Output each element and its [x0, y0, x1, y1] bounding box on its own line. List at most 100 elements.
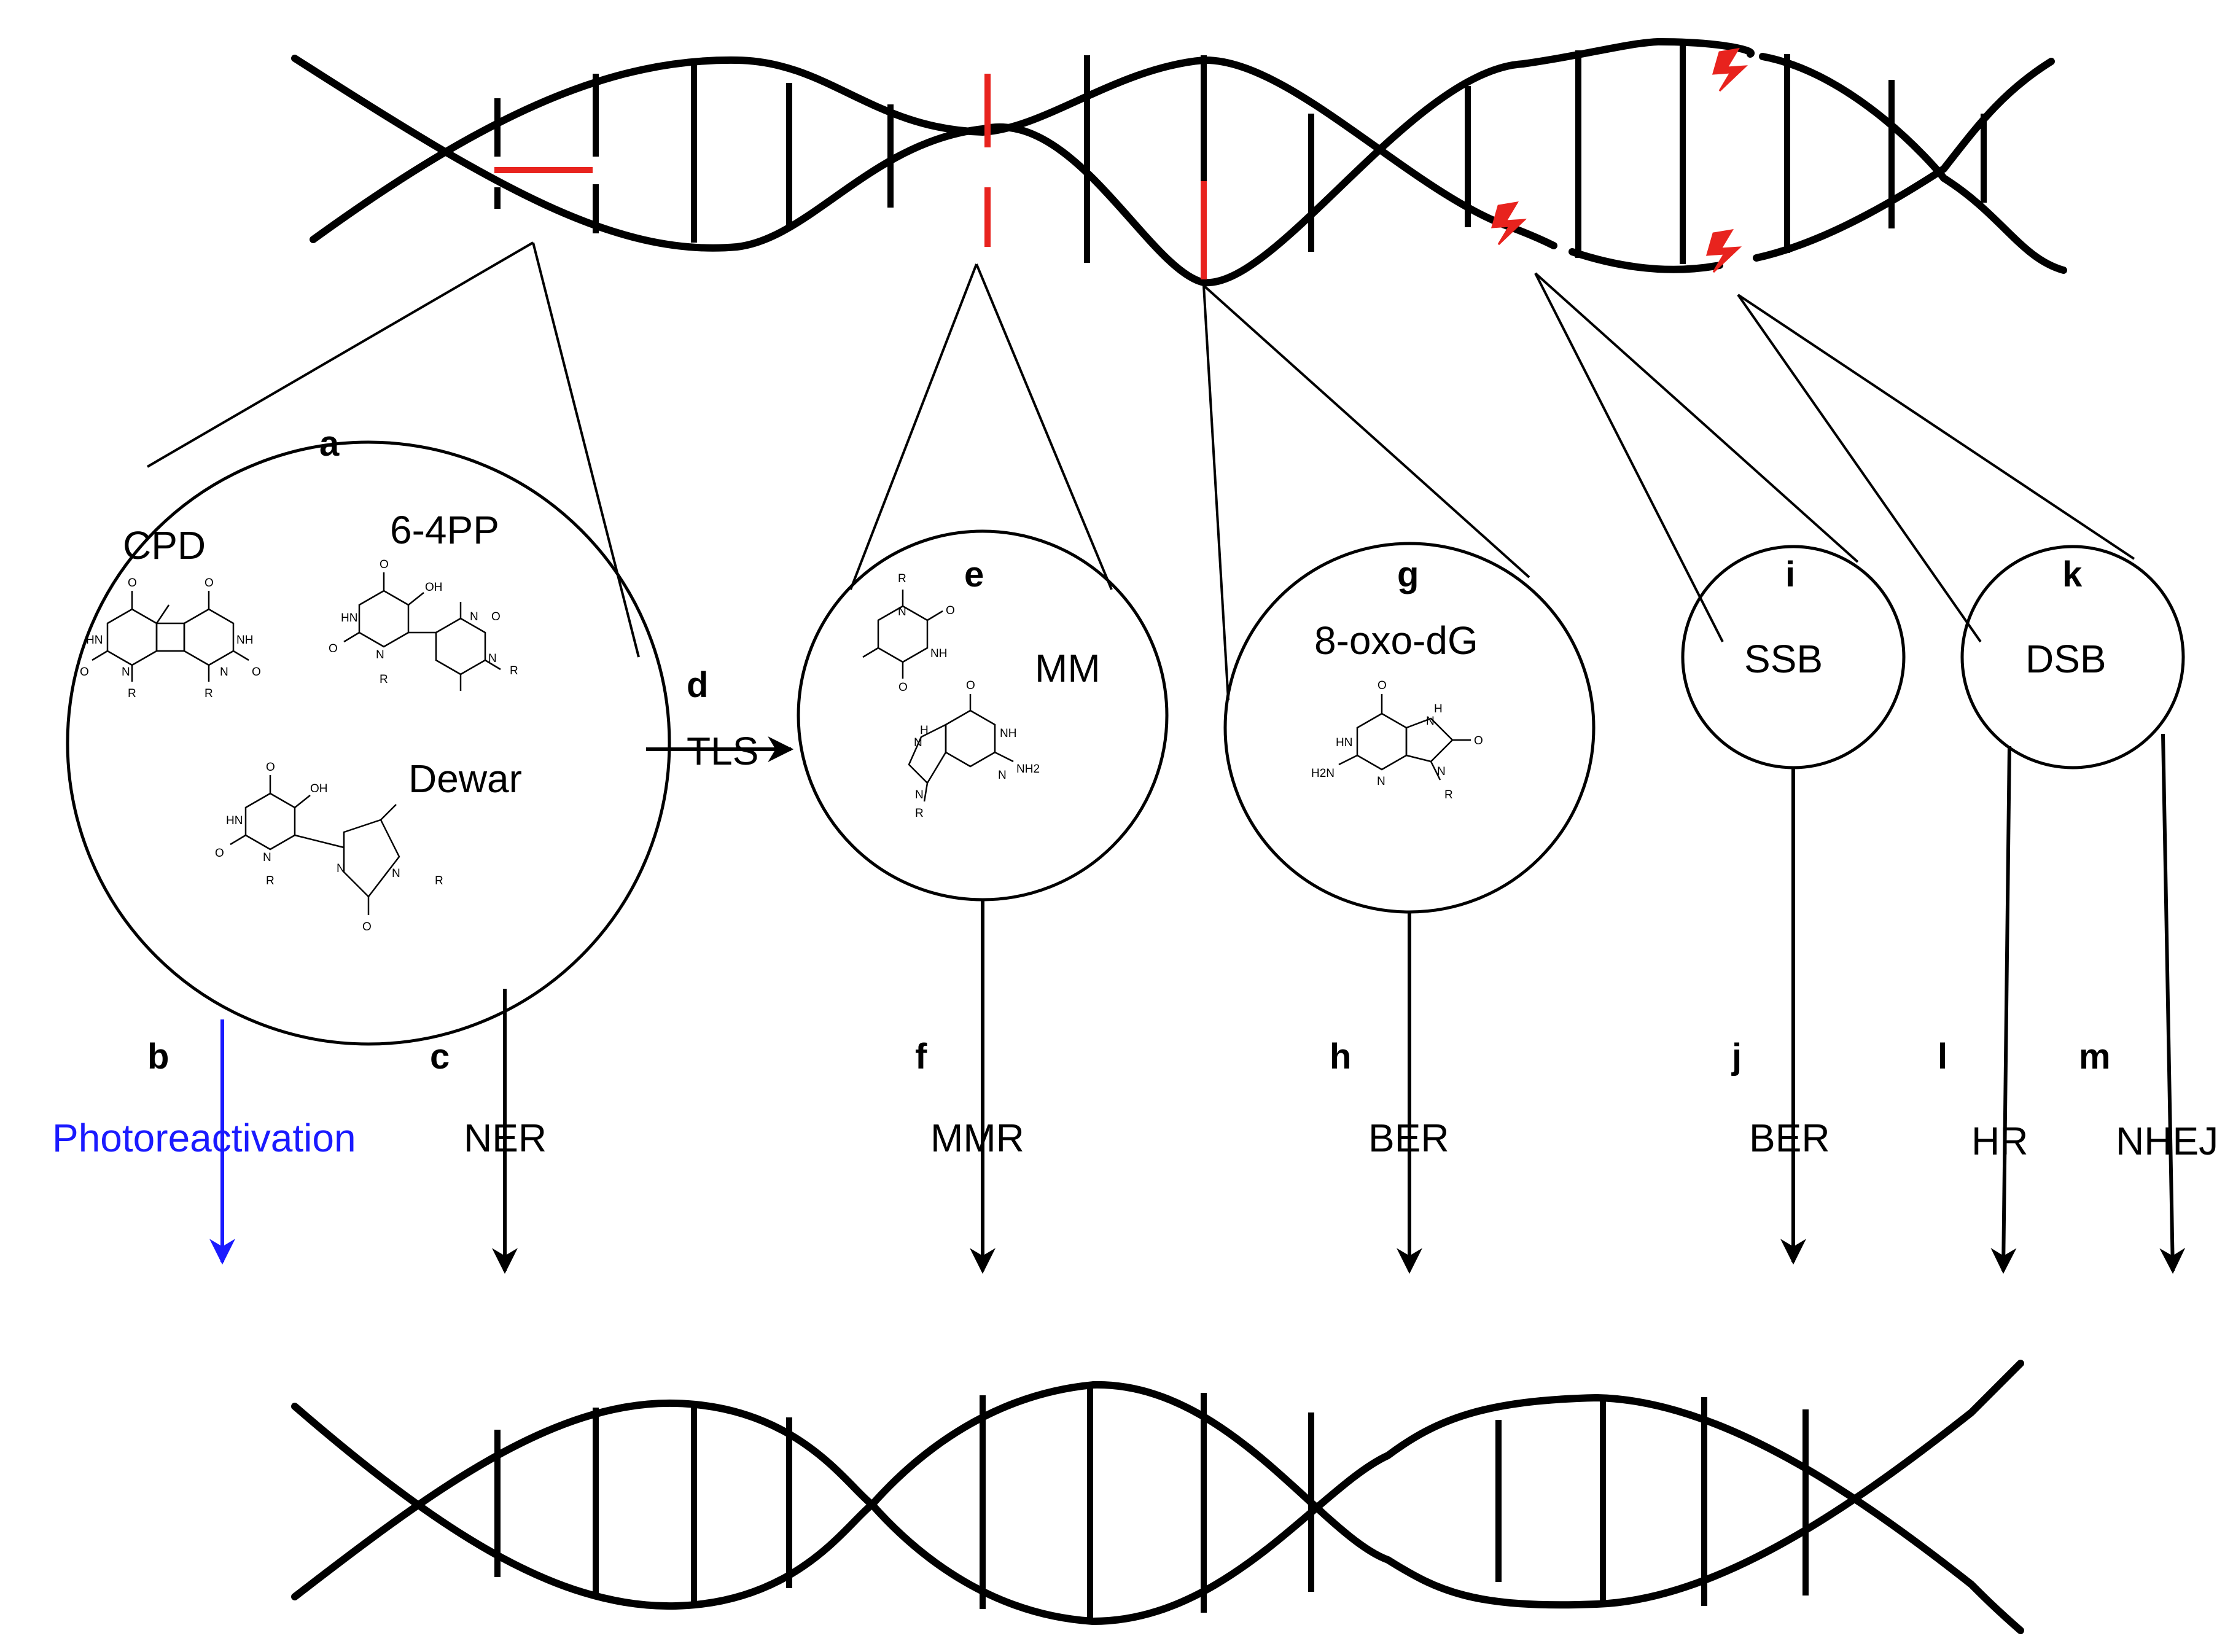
chem-8-oxo-dg — [1338, 694, 1471, 781]
arrow-nhej — [2159, 733, 2186, 1274]
lightning-icon — [1705, 228, 1742, 273]
chem-label: N — [263, 851, 271, 864]
chem-label: N — [898, 606, 906, 618]
chem-label: N — [914, 736, 922, 749]
panel-letter-m: m — [2079, 1037, 2111, 1077]
chem-label: NH — [1000, 727, 1016, 740]
chem-label: N — [392, 867, 400, 880]
chem-label: R — [266, 875, 275, 887]
chem-label: N — [1377, 775, 1385, 788]
damaged-dna-helix — [291, 38, 2067, 287]
chem-label: OH — [425, 581, 443, 594]
label-mmr: MMR — [930, 1116, 1024, 1160]
label-cpd: CPD — [123, 523, 206, 567]
panel-letter-k: k — [2062, 555, 2083, 594]
lightning-icon — [1491, 201, 1527, 246]
chem-atom-labels: O O HN NH O O N N R R O OH HN O N R N O … — [80, 558, 1483, 933]
chem-label: N — [488, 652, 497, 665]
top-helix-rungs — [494, 43, 1987, 264]
panel-letter-c: c — [430, 1037, 450, 1077]
label-dewar: Dewar — [408, 757, 522, 801]
chem-label: N — [337, 862, 345, 875]
panel-letter-b: b — [147, 1037, 169, 1077]
chem-label: N — [470, 610, 478, 623]
chem-label: O — [1474, 734, 1483, 747]
arrow-hr — [1990, 746, 2017, 1274]
chem-label: O — [266, 761, 275, 774]
label-ber-j: BER — [1749, 1116, 1830, 1160]
chem-label: HN — [1336, 736, 1352, 749]
chem-label: R — [510, 664, 518, 677]
chem-label: R — [1444, 789, 1453, 801]
label-dsb: DSB — [2025, 637, 2106, 681]
chem-label: O — [946, 604, 955, 617]
chem-label: HN — [86, 634, 103, 647]
panel-letter-e: e — [964, 555, 984, 594]
lesion-circles — [66, 440, 2185, 1046]
callout-lines — [146, 241, 2135, 701]
chem-cpd — [92, 591, 249, 682]
panel-letter-l: l — [1938, 1037, 1947, 1077]
chem-label: O — [898, 681, 908, 694]
chem-label: H — [1434, 703, 1443, 715]
chem-label: N — [220, 666, 228, 679]
chem-label: O — [252, 666, 261, 679]
panel-labels: a CPD 6-4PP Dewar d TLS e MM g 8-oxo-dG … — [52, 424, 2218, 1163]
panel-letter-f: f — [915, 1037, 927, 1077]
top-helix-damage — [494, 74, 1207, 279]
label-ssb: SSB — [1744, 637, 1823, 681]
panel-letter-j: j — [1731, 1037, 1742, 1077]
chem-label: NH — [930, 647, 947, 660]
label-6-4pp: 6-4PP — [390, 508, 499, 552]
chem-label: O — [1378, 679, 1387, 692]
panel-letter-a: a — [319, 424, 340, 464]
label-mm: MM — [1035, 646, 1101, 690]
chem-label: N — [122, 666, 130, 679]
bottom-helix-strands — [291, 1360, 2024, 1634]
lightning-icon — [1712, 47, 1748, 92]
repaired-dna-helix — [291, 1360, 2024, 1634]
lightning-icon-group — [1491, 47, 1748, 273]
top-helix-strands — [291, 38, 2067, 287]
chem-6-4pp — [343, 572, 501, 691]
circle-dsb — [1960, 545, 2185, 770]
chem-label: HN — [226, 814, 243, 827]
chem-label: R — [435, 875, 443, 887]
label-nhej: NHEJ — [2116, 1119, 2218, 1163]
chem-label: O — [205, 577, 214, 590]
chem-label: O — [362, 921, 372, 933]
chem-label: O — [380, 558, 389, 571]
panel-letter-h: h — [1330, 1037, 1351, 1077]
circle-8-oxo-dg — [1223, 542, 1596, 914]
panel-letter-d: d — [687, 665, 708, 705]
chem-label: O — [80, 666, 89, 679]
panel-letter-g: g — [1397, 555, 1419, 594]
label-hr: HR — [1971, 1119, 2028, 1163]
chem-label: OH — [310, 782, 328, 795]
chem-label: R — [128, 687, 136, 700]
chem-mm-pyrimidine — [862, 590, 943, 679]
chem-label: O — [966, 679, 975, 692]
chem-label: R — [380, 673, 388, 686]
bottom-helix-rungs — [494, 1387, 1809, 1620]
chem-label: H — [920, 724, 929, 737]
label-photoreactivation: Photoreactivation — [52, 1116, 356, 1160]
chem-label: N — [1437, 765, 1446, 778]
chem-mm-purine — [908, 694, 1014, 802]
chem-label: R — [915, 807, 924, 820]
chem-label: N — [1426, 715, 1435, 728]
chem-label: N — [998, 769, 1007, 782]
chem-label: NH — [236, 634, 253, 647]
chem-label: O — [491, 610, 501, 623]
chem-label: NH2 — [1016, 763, 1040, 776]
chem-label: H2N — [1311, 767, 1335, 780]
chem-label: N — [376, 649, 384, 661]
chem-label: HN — [341, 612, 357, 625]
pathway-arrows — [209, 733, 2186, 1274]
chem-label: R — [205, 687, 213, 700]
label-8-oxo-dg: 8-oxo-dG — [1314, 618, 1478, 663]
chem-label: N — [915, 789, 924, 801]
chem-label: O — [128, 577, 137, 590]
chem-label: R — [898, 572, 906, 585]
